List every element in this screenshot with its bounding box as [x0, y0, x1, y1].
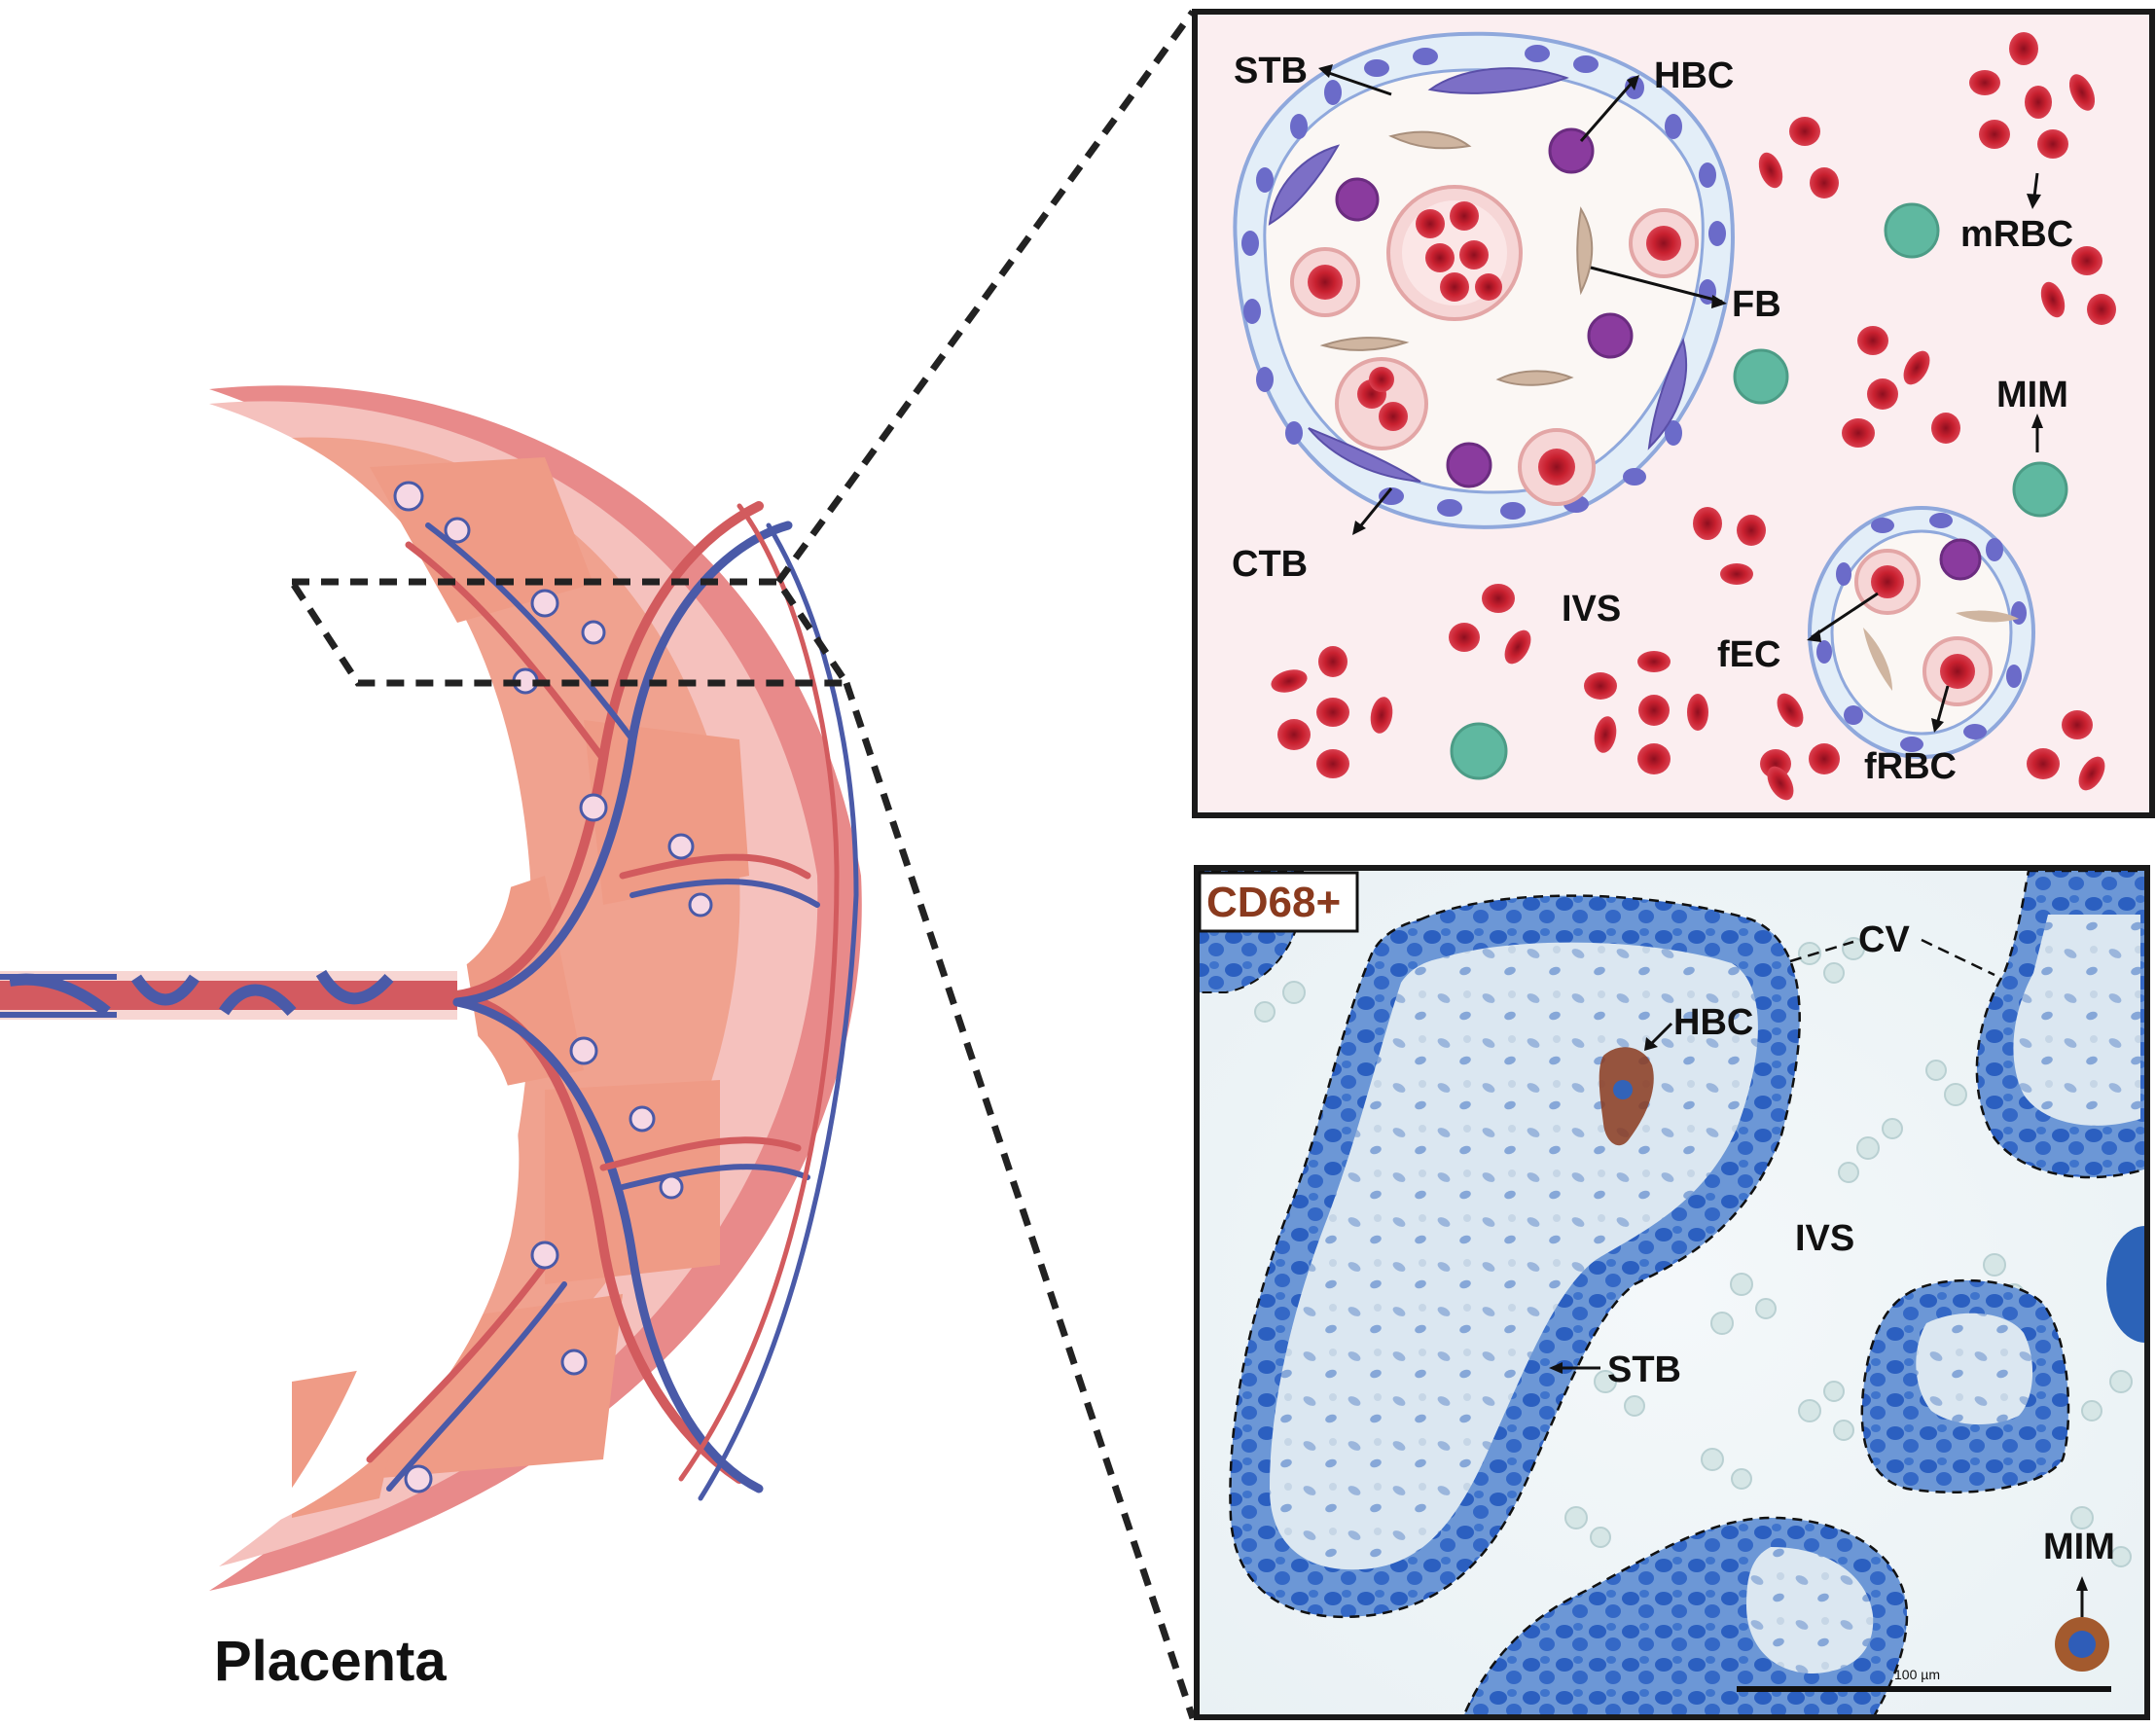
stain-label: CD68+	[1198, 871, 1359, 933]
label-fec: fEC	[1717, 634, 1780, 675]
maternal-rbcs	[1271, 32, 2116, 801]
label-ivs-histology: IVS	[1795, 1218, 1854, 1259]
maternal-macrophages	[1450, 202, 2068, 780]
label-mim: MIM	[1996, 375, 2068, 415]
stain-label-text: CD68+	[1206, 879, 1341, 926]
umbilical-cord	[0, 969, 457, 1020]
villous-trees	[393, 481, 713, 1493]
label-cv: CV	[1858, 919, 1910, 960]
label-mim-histology: MIM	[2043, 1527, 2115, 1567]
label-mrbc: mRBC	[1960, 214, 2073, 255]
histology-arrowheads	[1549, 1037, 2088, 1591]
cv-leaders	[1789, 938, 1995, 977]
label-hbc: HBC	[1654, 55, 1734, 96]
label-ivs: IVS	[1562, 589, 1621, 630]
cytotrophoblasts	[1268, 67, 1687, 483]
cd68-positive-cells	[1599, 1047, 2109, 1672]
label-arrows	[1322, 69, 2039, 729]
label-ctb: CTB	[1232, 544, 1308, 585]
scale-bar-label: 100 µm	[1894, 1667, 1940, 1682]
fibroblasts	[1319, 130, 1594, 386]
trophoblast-nuclei	[1241, 45, 1726, 520]
histology-arrows	[1557, 1022, 2084, 1617]
zoom-indicator	[289, 9, 1197, 1720]
label-stb-histology: STB	[1607, 1349, 1681, 1390]
label-hbc-histology: HBC	[1673, 1002, 1753, 1043]
chorionic-vessels	[366, 501, 859, 1501]
large-villus	[1233, 31, 1735, 529]
histology-panel: CD68+ CV HBC IVS STB MIM 100 µm	[1194, 865, 2150, 1720]
villus-small-section	[1860, 1278, 2070, 1493]
fetal-rbcs	[1308, 201, 1681, 486]
label-frbc: fRBC	[1864, 746, 1957, 787]
hofbauer-cells	[1335, 127, 1634, 488]
label-fb: FB	[1732, 284, 1781, 325]
arrowheads	[1318, 64, 2043, 733]
small-villus	[1808, 506, 2035, 759]
placenta-title: Placenta	[214, 1630, 447, 1693]
label-stb: STB	[1234, 51, 1308, 91]
schematic-panel: STB HBC FB CTB mRBC MIM IVS fEC fRBC	[1192, 9, 2155, 818]
scale-bar: 100 µm	[1737, 1667, 2111, 1692]
